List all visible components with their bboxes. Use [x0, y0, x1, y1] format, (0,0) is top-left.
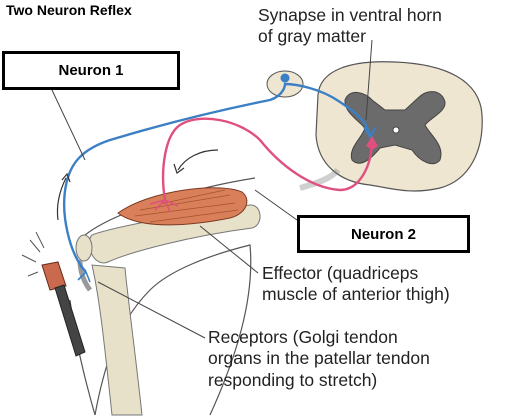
neuron1-leader [51, 89, 86, 161]
sensory-arrowhead [61, 172, 71, 183]
receptors-label-line2: organs in the patellar tendon [208, 348, 430, 369]
effector-label-line1: Effector (quadriceps [262, 263, 419, 283]
motor-direction-arrow [177, 149, 219, 171]
ventral-root [299, 167, 341, 191]
effector-leader [199, 225, 259, 274]
neuron2-label: Neuron 2 [350, 225, 416, 243]
receptors-leader [97, 281, 206, 339]
receptors-label: Receptors (Golgi tendon organs in the pa… [208, 327, 430, 391]
impact-lines [21, 231, 45, 277]
synapse-leader [365, 39, 373, 121]
motor-neuron-path [162, 117, 374, 201]
sensory-neuron-path [63, 82, 372, 273]
neuron1-label: Neuron 1 [58, 62, 124, 79]
sensory-cell-body [280, 73, 290, 83]
receptors-label-line3: responding to stretch) [208, 369, 378, 390]
reflex-hammer [41, 261, 67, 291]
synapse-label-line1: Synapse in ventral horn [258, 5, 442, 25]
sensory-direction-arrow [56, 177, 67, 221]
neuron2-leader [254, 189, 298, 221]
motor-arrowhead [173, 163, 185, 174]
effector-label: Effector (quadriceps muscle of anterior … [262, 263, 450, 306]
diagram-title: Two Neuron Reflex [6, 2, 132, 18]
motor-endings [149, 199, 179, 213]
effector-label-line2: muscle of anterior thigh) [262, 284, 450, 305]
receptors-label-line1: Receptors (Golgi tendon [208, 327, 398, 347]
hammer-handle [54, 284, 86, 357]
synapse-label: Synapse in ventral horn of gray matter [258, 5, 442, 48]
motor-cell-body [366, 136, 378, 150]
central-canal [392, 126, 400, 134]
muscle-striations [134, 189, 239, 223]
patella [75, 234, 93, 262]
receptor-endings [77, 265, 91, 283]
synapse-arrow [363, 126, 377, 139]
synapse-label-line2: of gray matter [258, 26, 366, 47]
neuron2-label-box: Neuron 2 [297, 215, 470, 253]
tibia-bone [91, 264, 143, 416]
quadriceps-muscle [117, 187, 248, 226]
neuron1-label-box: Neuron 1 [2, 51, 180, 90]
